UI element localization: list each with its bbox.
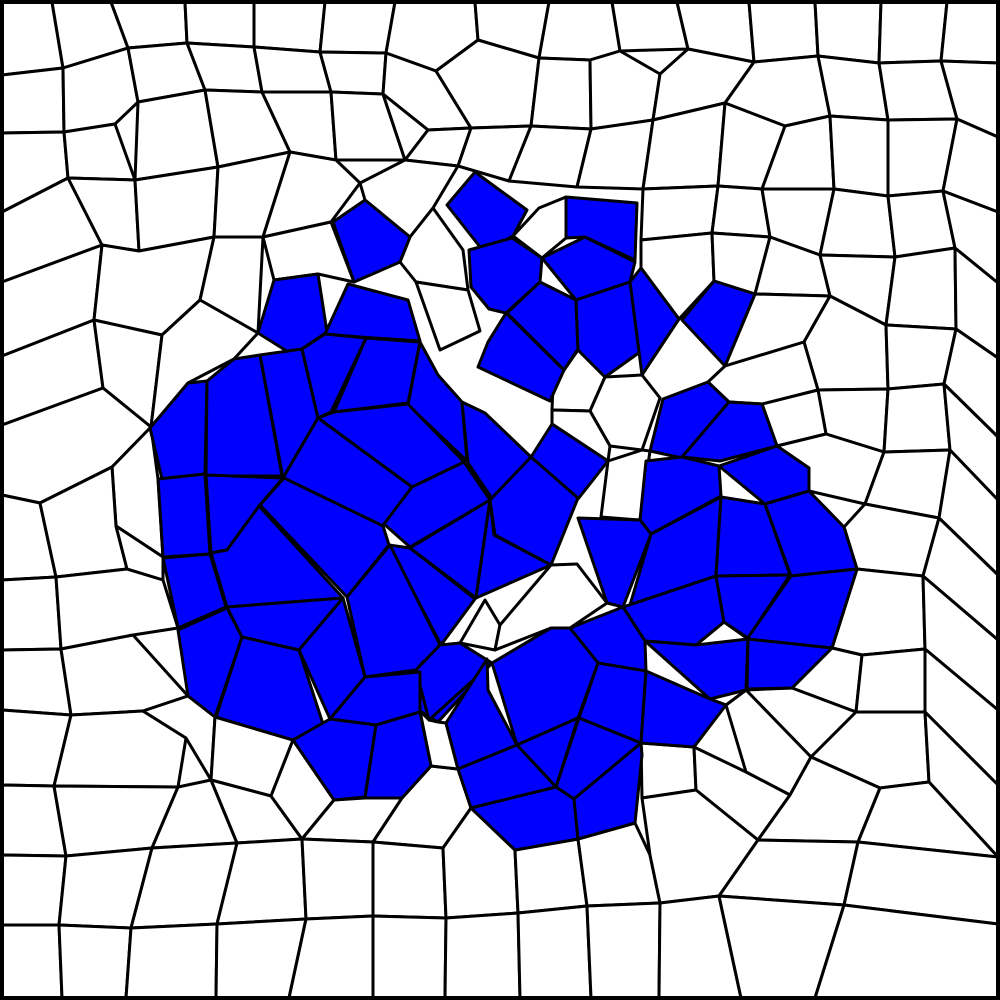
empty-cell[interactable]: [550, 408, 612, 463]
empty-cell[interactable]: [124, 922, 219, 1000]
empty-cell[interactable]: [52, 709, 188, 789]
empty-cell[interactable]: [818, 187, 897, 259]
filled-cell[interactable]: [209, 504, 345, 609]
filled-cell[interactable]: [323, 282, 422, 343]
empty-cell[interactable]: [588, 49, 662, 131]
empty-cell[interactable]: [61, 46, 140, 134]
filled-cell[interactable]: [414, 641, 494, 722]
empty-cell[interactable]: [0, 923, 64, 1000]
empty-cell[interactable]: [537, 0, 622, 62]
empty-cell[interactable]: [585, 901, 662, 1000]
empty-cell[interactable]: [747, 0, 820, 64]
filled-cell[interactable]: [763, 489, 859, 578]
empty-cell[interactable]: [0, 647, 73, 717]
empty-cell[interactable]: [371, 840, 448, 920]
empty-cell[interactable]: [318, 0, 397, 55]
empty-cell[interactable]: [133, 88, 220, 182]
empty-cell[interactable]: [513, 837, 589, 915]
empty-cell[interactable]: [0, 853, 68, 927]
empty-cell[interactable]: [884, 246, 958, 331]
filled-cell[interactable]: [680, 279, 757, 368]
filled-cell[interactable]: [680, 400, 779, 463]
empty-cell[interactable]: [261, 150, 362, 239]
empty-cell[interactable]: [610, 0, 690, 53]
empty-cell[interactable]: [183, 0, 256, 49]
empty-cell[interactable]: [261, 220, 356, 284]
filled-cell[interactable]: [540, 235, 637, 302]
filled-cell[interactable]: [445, 170, 529, 254]
filled-cell[interactable]: [639, 669, 728, 749]
empty-cell[interactable]: [414, 280, 482, 352]
empty-cell[interactable]: [939, 0, 1000, 65]
empty-cell[interactable]: [252, 0, 327, 54]
empty-cell[interactable]: [318, 50, 388, 96]
filled-cell[interactable]: [156, 472, 212, 559]
empty-cell[interactable]: [0, 66, 66, 135]
empty-cell[interactable]: [816, 54, 890, 122]
empty-cell[interactable]: [62, 122, 137, 182]
filled-cell[interactable]: [363, 710, 433, 800]
filled-cell[interactable]: [717, 444, 811, 506]
empty-cell[interactable]: [882, 382, 952, 454]
empty-cell[interactable]: [828, 114, 890, 198]
empty-cell[interactable]: [493, 562, 609, 652]
filled-cell[interactable]: [572, 741, 644, 841]
empty-cell[interactable]: [443, 911, 522, 1000]
filled-cell[interactable]: [576, 516, 653, 609]
empty-cell[interactable]: [854, 647, 927, 714]
empty-cell[interactable]: [516, 904, 593, 1000]
filled-cell[interactable]: [331, 198, 412, 284]
empty-cell[interactable]: [529, 56, 593, 131]
filled-cell[interactable]: [476, 311, 566, 403]
filled-cell[interactable]: [574, 280, 642, 379]
empty-cell[interactable]: [57, 923, 133, 1000]
filled-cells-layer: [148, 170, 859, 852]
filled-cell[interactable]: [258, 476, 391, 599]
empty-cell[interactable]: [639, 184, 720, 242]
filled-cell[interactable]: [628, 266, 681, 377]
empty-cell[interactable]: [877, 0, 949, 65]
filled-cell[interactable]: [474, 498, 553, 600]
empty-cell[interactable]: [371, 914, 448, 1000]
empty-cell[interactable]: [300, 837, 375, 921]
empty-cell[interactable]: [813, 0, 883, 65]
filled-cell[interactable]: [745, 637, 834, 691]
empty-cell[interactable]: [0, 575, 63, 652]
